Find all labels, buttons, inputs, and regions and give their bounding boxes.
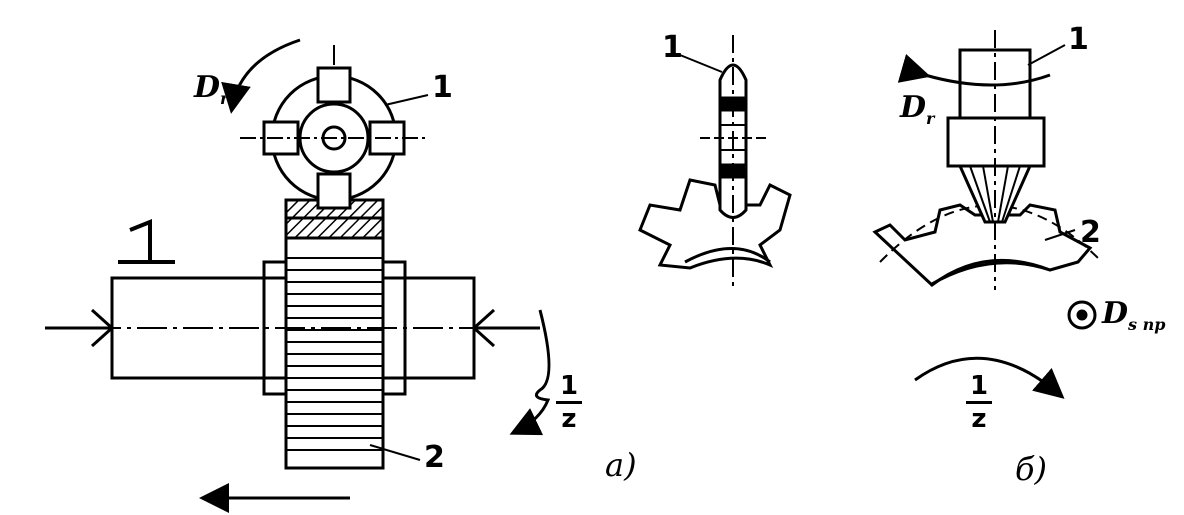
gear-sector-mid: [638, 178, 792, 270]
leader-mid-1: [679, 54, 723, 73]
fraction-a: 1 z: [556, 372, 582, 433]
leader-b-1: [1027, 44, 1066, 66]
label-a-cutter: 1: [432, 70, 453, 105]
indexing-arrow-b-icon: [914, 356, 1065, 399]
view-b: [872, 30, 1101, 399]
left-center-arrow: [45, 308, 115, 348]
right-center-arrow: [471, 308, 540, 348]
caption-a: а): [605, 446, 637, 484]
tooth-lines: [286, 257, 383, 451]
label-a-gear: 2: [424, 440, 445, 475]
caption-b: б): [1015, 450, 1048, 488]
rotation-arrow-b-icon: [897, 53, 1051, 87]
view-a: [45, 38, 551, 513]
indexing-arrow-icon: [509, 309, 551, 436]
rotation-arrow-icon: [221, 38, 301, 114]
gear-dash-arc-b: [879, 204, 1101, 263]
disc-cutter: [240, 66, 428, 210]
label-mid-cutter: 1: [662, 30, 683, 65]
fraction-b: 1 z: [966, 372, 992, 433]
motion-out-of-plane-icon: [1067, 300, 1097, 330]
gear-inner-arc-mid: [684, 247, 771, 264]
label-b-cutter: 1: [1068, 22, 1089, 57]
label-b-gear: 2: [1080, 215, 1101, 250]
view-mid: [638, 35, 792, 290]
label-dr-a: Dr: [194, 70, 229, 108]
label-ds-b: Ds пр: [1102, 296, 1166, 334]
leader-b-2: [1044, 229, 1076, 241]
leader-a-1: [384, 94, 429, 106]
leader-a-2: [369, 444, 421, 461]
label-dr-b: Dr: [900, 90, 935, 128]
machine-mark: [118, 219, 175, 264]
